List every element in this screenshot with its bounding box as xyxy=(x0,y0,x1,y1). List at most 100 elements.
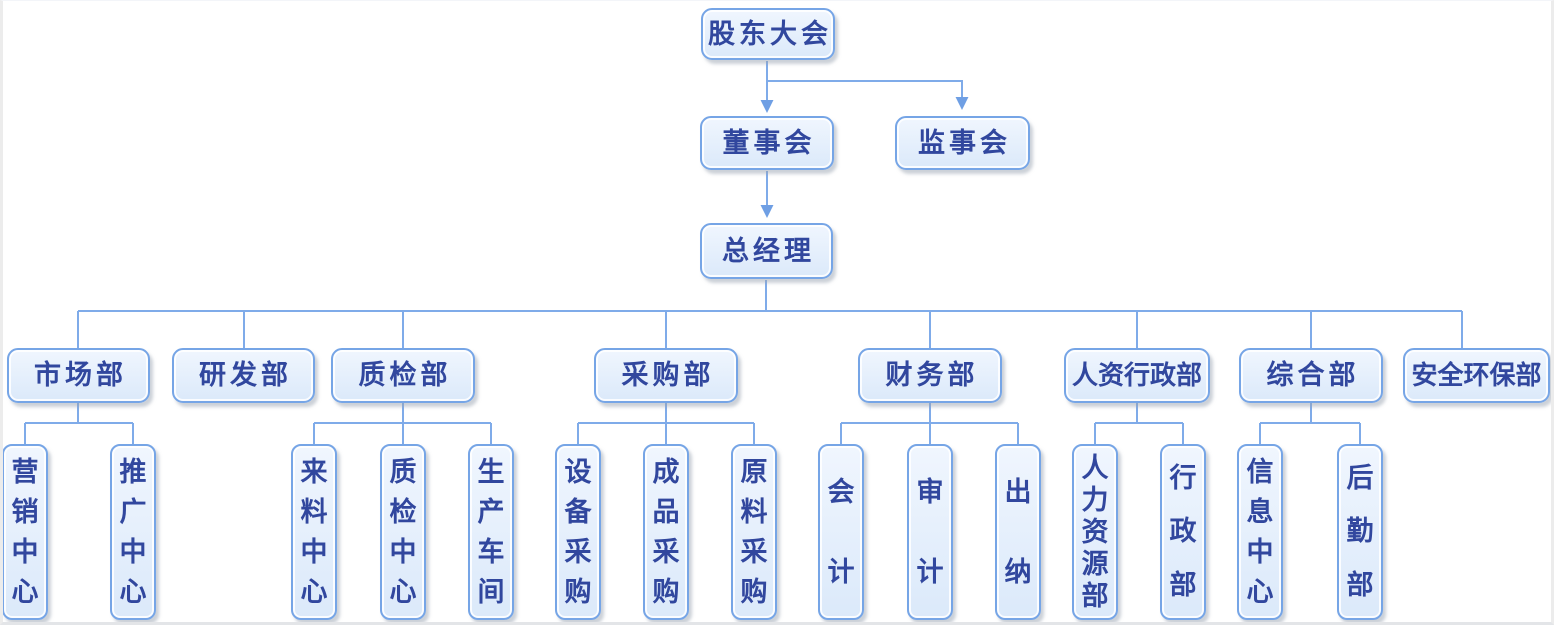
org-node-promotion-center[interactable]: 推广中心 xyxy=(110,444,156,620)
tree-connectors xyxy=(24,280,1463,444)
org-node-admin-dept[interactable]: 行政部 xyxy=(1160,444,1206,620)
org-node-label: 综合部 xyxy=(1266,360,1360,391)
org-node-hr-admin-dept[interactable]: 人资行政部 xyxy=(1064,348,1210,403)
connector-dept-drops xyxy=(77,311,1463,348)
org-node-label: 研发部 xyxy=(199,360,292,391)
org-node-safety-env-dept[interactable]: 安全环保部 xyxy=(1403,348,1550,403)
org-node-label-char: 料 xyxy=(300,496,328,528)
org-node-label-char: 力 xyxy=(1081,484,1109,516)
org-node-label-char: 采 xyxy=(564,536,592,568)
org-node-accounting[interactable]: 会计 xyxy=(818,444,864,620)
org-node-label-char: 信 xyxy=(1246,456,1274,488)
org-node-label-char: 生 xyxy=(477,456,505,488)
org-node-supervisory-board[interactable]: 监事会 xyxy=(895,116,1030,170)
org-node-label-char: 人 xyxy=(1081,452,1109,484)
org-node-procurement-dept[interactable]: 采购部 xyxy=(594,348,738,403)
org-node-label-char: 设 xyxy=(564,456,592,488)
org-node-label-char: 备 xyxy=(564,496,592,528)
org-node-label-char: 车 xyxy=(477,536,505,568)
org-node-label-char: 中 xyxy=(11,536,39,568)
org-node-label-char: 成 xyxy=(652,456,680,488)
org-node-label-char: 心 xyxy=(300,576,328,608)
org-node-label-char: 计 xyxy=(827,556,855,588)
org-node-production-workshop[interactable]: 生产车间 xyxy=(468,444,514,620)
org-node-label-char: 采 xyxy=(652,536,680,568)
org-node-rd-dept[interactable]: 研发部 xyxy=(172,348,315,403)
org-node-label-char: 来 xyxy=(300,456,328,488)
org-node-label-char: 质 xyxy=(389,456,417,488)
org-node-label-char: 中 xyxy=(1246,536,1274,568)
org-node-quality-dept[interactable]: 质检部 xyxy=(331,348,475,403)
org-node-label: 安全环保部 xyxy=(1411,360,1542,391)
org-node-label-char: 销 xyxy=(11,496,39,528)
org-node-label-char: 料 xyxy=(740,496,768,528)
org-node-label-char: 广 xyxy=(119,496,147,528)
org-node-marketing-dept[interactable]: 市场部 xyxy=(7,348,150,403)
org-node-label-char: 采 xyxy=(740,536,768,568)
org-node-label-char: 息 xyxy=(1246,496,1274,528)
org-node-label-char: 心 xyxy=(11,576,39,608)
org-node-label-char: 中 xyxy=(300,536,328,568)
org-node-label-char: 纳 xyxy=(1004,556,1032,588)
org-node-shareholders-meeting[interactable]: 股东大会 xyxy=(701,8,835,60)
org-node-label: 股东大会 xyxy=(708,18,832,50)
org-node-label: 财务部 xyxy=(885,360,979,391)
org-node-cashier[interactable]: 出纳 xyxy=(995,444,1041,620)
arrow-connectors xyxy=(760,61,969,218)
connector-finance-branch xyxy=(840,402,1019,444)
org-node-label-char: 审 xyxy=(916,476,944,508)
org-node-label-char: 部 xyxy=(1346,569,1374,601)
connector-general-affairs-branch xyxy=(1259,402,1361,444)
org-node-finished-goods-procurement[interactable]: 成品采购 xyxy=(643,444,689,620)
connector-hr-admin-branch xyxy=(1094,402,1184,444)
org-node-label-char: 勤 xyxy=(1346,516,1374,548)
org-node-label-char: 部 xyxy=(1081,580,1109,612)
org-node-finance-dept[interactable]: 财务部 xyxy=(858,348,1002,403)
org-node-label: 质检部 xyxy=(358,360,452,391)
org-node-label-char: 购 xyxy=(740,576,768,608)
org-node-label-char: 出 xyxy=(1004,476,1032,508)
org-node-equipment-procurement[interactable]: 设备采购 xyxy=(555,444,601,620)
org-node-incoming-material-center[interactable]: 来料中心 xyxy=(291,444,337,620)
org-node-label: 监事会 xyxy=(918,127,1011,159)
org-node-quality-inspection-center[interactable]: 质检中心 xyxy=(380,444,426,620)
org-node-raw-material-procurement[interactable]: 原料采购 xyxy=(731,444,777,620)
connector-quality-branch xyxy=(313,402,492,444)
org-node-marketing-center[interactable]: 营销中心 xyxy=(2,444,48,620)
org-node-label-char: 中 xyxy=(119,536,147,568)
org-node-label-char: 品 xyxy=(652,496,680,528)
org-node-label-char: 行 xyxy=(1169,463,1197,495)
org-node-label-char: 营 xyxy=(11,456,39,488)
org-node-label: 采购部 xyxy=(621,360,715,391)
org-node-label-char: 推 xyxy=(119,456,147,488)
org-node-label-char: 资 xyxy=(1081,516,1109,548)
org-node-label-char: 原 xyxy=(740,456,768,488)
org-node-information-center[interactable]: 信息中心 xyxy=(1237,444,1283,620)
org-node-label-char: 购 xyxy=(652,576,680,608)
org-node-label-char: 间 xyxy=(477,576,505,608)
org-node-label: 市场部 xyxy=(34,360,127,391)
org-node-board-of-directors[interactable]: 董事会 xyxy=(700,116,834,170)
org-node-label-char: 中 xyxy=(389,536,417,568)
org-node-logistics-dept[interactable]: 后勤部 xyxy=(1337,444,1383,620)
arrow-shareholders-meeting-to-supervisory-board xyxy=(766,61,969,110)
org-node-label-char: 计 xyxy=(916,556,944,588)
connector-marketing-branch xyxy=(24,402,134,444)
org-node-label: 总经理 xyxy=(722,235,815,267)
org-node-label: 董事会 xyxy=(722,127,816,159)
org-node-label-char: 会 xyxy=(827,476,855,508)
org-node-label-char: 产 xyxy=(477,496,505,528)
connector-procurement-branch xyxy=(577,402,755,444)
org-node-audit[interactable]: 审计 xyxy=(907,444,953,620)
org-node-general-affairs-dept[interactable]: 综合部 xyxy=(1239,348,1383,403)
org-node-label-char: 政 xyxy=(1169,516,1197,548)
org-node-general-manager[interactable]: 总经理 xyxy=(700,223,833,279)
org-node-label-char: 心 xyxy=(1246,576,1274,608)
org-node-human-resources-dept[interactable]: 人力资源部 xyxy=(1072,444,1118,620)
org-node-label-char: 心 xyxy=(119,576,147,608)
org-node-label-char: 购 xyxy=(564,576,592,608)
org-node-label-char: 心 xyxy=(389,576,417,608)
